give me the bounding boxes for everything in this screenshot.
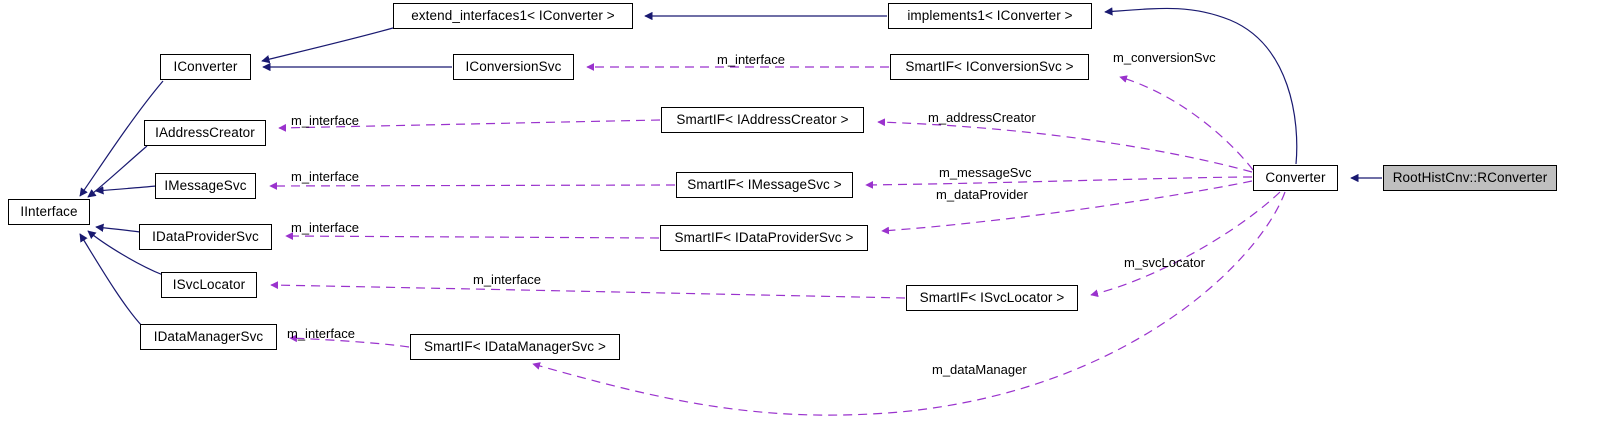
edge-label-lbl-m-interface-addresscreator: m_interface [291, 113, 359, 128]
edge-p-idataprovidersvc-iinterface [95, 223, 141, 233]
edge-p-iaddresscreator-iinterface [87, 145, 148, 198]
edge-p-c-conversionsvc [1119, 75, 1254, 171]
edge-p-c-addresscreator [877, 118, 1253, 173]
inheritance-edges [79, 7, 1382, 328]
edge-p-u-messagesvc [269, 182, 676, 190]
edge-p-isvclocator-iinterface [87, 230, 164, 276]
class-node-iaddresscreator[interactable]: IAddressCreator [144, 120, 266, 146]
class-node-rconverter[interactable]: RootHistCnv::RConverter [1383, 165, 1557, 191]
class-node-smartif_dataprovidersvc[interactable]: SmartIF< IDataProviderSvc > [660, 225, 868, 251]
edge-p-c-dataprovider [881, 180, 1253, 235]
class-node-iinterface[interactable]: IInterface [8, 199, 90, 225]
usage-edges [269, 63, 1286, 416]
class-node-smartif_conversionsvc[interactable]: SmartIF< IConversionSvc > [890, 54, 1089, 80]
edge-label-lbl-m-interface-dataprovidersvc: m_interface [291, 220, 359, 235]
edge-p-c-svclocator [1090, 191, 1281, 298]
edge-label-lbl-m-datamanager: m_dataManager [932, 362, 1027, 377]
edge-p-c-datamanager [532, 191, 1286, 416]
class-node-idataprovidersvc[interactable]: IDataProviderSvc [139, 224, 272, 250]
edge-p-u-datamanagersvc [289, 334, 410, 348]
edge-label-lbl-m-addresscreator: m_addressCreator [928, 110, 1036, 125]
edge-label-lbl-m-interface-messagesvc: m_interface [291, 169, 359, 184]
class-node-implements1[interactable]: implements1< IConverter > [888, 3, 1092, 29]
class-node-extend_interfaces1[interactable]: extend_interfaces1< IConverter > [393, 3, 633, 29]
edge-p-u-addresscreator [278, 119, 661, 132]
class-node-isvclocator[interactable]: ISvcLocator [161, 272, 257, 298]
class-node-idatamanagersvc[interactable]: IDataManagerSvc [140, 324, 277, 350]
class-node-smartif_addresscreator[interactable]: SmartIF< IAddressCreator > [661, 107, 864, 133]
class-node-smartif_svclocator[interactable]: SmartIF< ISvcLocator > [906, 285, 1078, 311]
class-node-imessagesvc[interactable]: IMessageSvc [155, 173, 256, 199]
class-node-iconversionsvc[interactable]: IConversionSvc [453, 54, 574, 80]
edge-p-u-dataprovidersvc [285, 232, 660, 240]
edge-p-imessagesvc-iinterface [95, 185, 157, 195]
class-node-iconverter[interactable]: IConverter [160, 54, 251, 80]
edge-label-lbl-m-interface-datamanagersvc: m_interface [287, 326, 355, 341]
edge-p-converter-implements1 [1104, 7, 1298, 165]
class-node-converter[interactable]: Converter [1253, 165, 1338, 191]
edge-p-u-svclocator [270, 281, 906, 299]
class-node-smartif_datamanagersvc[interactable]: SmartIF< IDataManagerSvc > [410, 334, 620, 360]
edge-label-lbl-m-conversionsvc: m_conversionSvc [1113, 50, 1216, 65]
edge-p-idatamanagersvc-iinterface [79, 233, 144, 328]
edge-label-lbl-m-svclocator: m_svcLocator [1124, 255, 1205, 270]
edge-p-iconverter-iinterface [79, 80, 164, 197]
edge-label-lbl-m-messagesvc: m_messageSvc [939, 165, 1032, 180]
edge-label-lbl-m-dataprovider: m_dataProvider [936, 187, 1028, 202]
edge-p-extendinterfaces1-iconverter [261, 27, 394, 64]
class-node-smartif_messagesvc[interactable]: SmartIF< IMessageSvc > [676, 172, 853, 198]
edge-label-lbl-m-interface-svclocator: m_interface [473, 272, 541, 287]
edge-p-c-messagesvc [865, 176, 1253, 189]
edge-label-lbl-m-interface-conversionsvc: m_interface [717, 52, 785, 67]
